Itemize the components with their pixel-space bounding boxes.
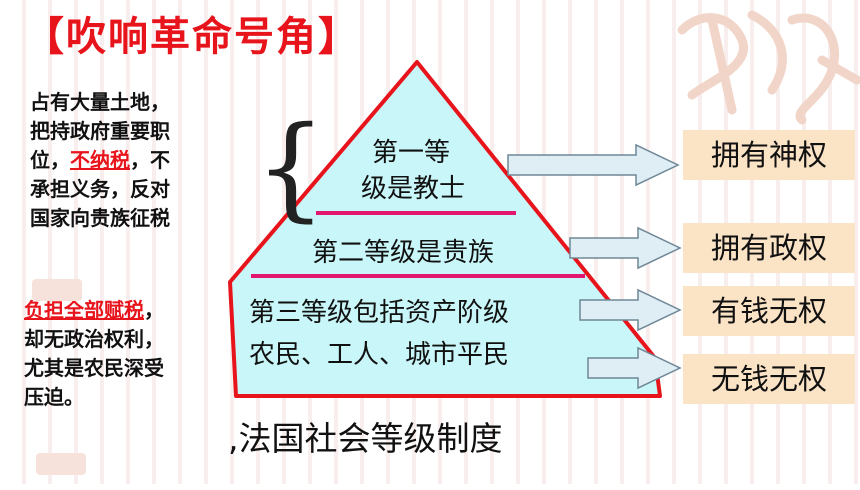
privilege-line-3: 位，不纳税，不	[30, 148, 170, 172]
box-wealth-no-power: 有钱无权	[683, 286, 855, 336]
box-divine-right: 拥有神权	[683, 130, 855, 180]
burden-line-2: 却无政治权利，	[24, 327, 164, 351]
tier2-label: 第二等级是贵族	[312, 238, 495, 268]
privilege-line-2: 把持政府重要职	[30, 119, 170, 143]
tier1-label-line1: 第一等	[372, 138, 451, 168]
burden-line-3: 尤其是农民深受	[24, 356, 164, 380]
tier1-label-line2: 级是教士	[361, 174, 466, 204]
decorative-stamp-bottom-left	[34, 436, 94, 475]
curly-brace: {	[255, 103, 327, 233]
tier3-label-line2: 农民、工人、城市平民	[249, 340, 510, 370]
all-taxes-highlight: 负担全部赋税	[24, 298, 144, 322]
decorative-calligraphy-top-right	[672, 0, 860, 130]
burden-line-1: 负担全部赋税，	[24, 298, 164, 322]
arrow-tier2	[569, 226, 682, 270]
no-tax-highlight: 不纳税	[70, 148, 130, 172]
arrow-tier3-upper	[579, 288, 682, 332]
arrow-tier3-lower	[587, 346, 682, 390]
privilege-line-4: 承担义务，反对	[30, 177, 170, 201]
privilege-line-1: 占有大量土地，	[30, 90, 170, 114]
privilege-line-5: 国家向贵族征税	[30, 206, 170, 230]
clergy-nobility-privileges: 占有大量土地， 把持政府重要职 位，不纳税，不 承担义务，反对 国家向贵族征税	[30, 88, 245, 233]
arrow-tier1	[507, 143, 680, 187]
page-title: 【吹响革命号角】	[24, 13, 360, 60]
third-estate-burdens: 负担全部赋税， 却无政治权利， 尤其是农民深受 压迫。	[24, 296, 239, 412]
diagram-caption: ,法国社会等级制度	[228, 419, 503, 458]
tier3-label-line1: 第三等级包括资产阶级	[249, 298, 510, 328]
box-political-power: 拥有政权	[683, 223, 855, 273]
box-no-wealth-no-power: 无钱无权	[683, 354, 855, 404]
burden-line-4: 压迫。	[24, 385, 84, 409]
decorative-stamp-left	[30, 262, 90, 301]
